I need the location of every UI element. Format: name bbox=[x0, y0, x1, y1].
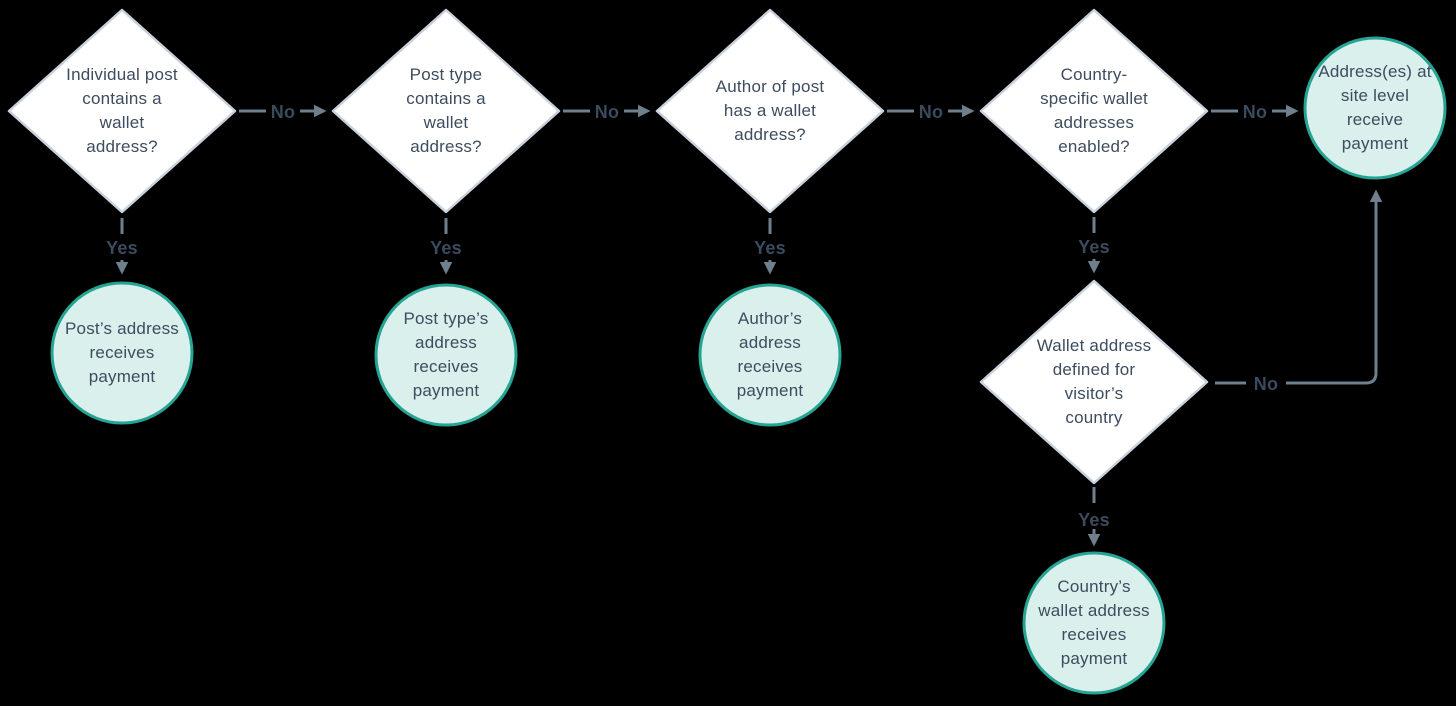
decision-label: Individual post contains a wallet addres… bbox=[66, 65, 178, 156]
circle-shape bbox=[1022, 551, 1166, 695]
edge-label-no: No bbox=[270, 102, 296, 122]
decision-post-type: Post type contains a wallet address? bbox=[331, 8, 561, 214]
edge-label-yes: Yes bbox=[430, 238, 462, 258]
outcome-author-address: Author’s address receives payment bbox=[698, 283, 842, 427]
circle-shape bbox=[698, 283, 842, 427]
decision-country-enabled: Country- specific wallet addresses enabl… bbox=[979, 8, 1209, 214]
edge-label-no: No bbox=[1242, 102, 1268, 122]
edge-label-yes: Yes bbox=[754, 238, 786, 258]
decision-individual-post: Individual post contains a wallet addres… bbox=[7, 8, 237, 214]
edge-label-no: No bbox=[918, 102, 944, 122]
edge-label-yes: Yes bbox=[1078, 510, 1110, 530]
edge-label-yes: Yes bbox=[1078, 237, 1110, 257]
outcome-label: Post type’s address receives payment bbox=[403, 309, 489, 400]
diamond-shape bbox=[655, 8, 885, 214]
decision-author: Author of post has a wallet address? bbox=[655, 8, 885, 214]
decision-country-defined: Wallet address defined for visitor’s cou… bbox=[979, 279, 1209, 485]
diamond-shape bbox=[331, 8, 561, 214]
outcome-label: Post’s address receives payment bbox=[65, 319, 179, 386]
outcome-site-address: Address(es) at site level receive paymen… bbox=[1303, 36, 1447, 180]
outcome-post-type-address: Post type’s address receives payment bbox=[374, 283, 518, 427]
decision-label: Post type contains a wallet address? bbox=[406, 65, 486, 156]
outcome-label: Country’s wallet address receives paymen… bbox=[1038, 577, 1150, 668]
edge-label-yes: Yes bbox=[106, 238, 138, 258]
connector-d5-c4 bbox=[1215, 189, 1383, 385]
edge-label-no: No bbox=[594, 102, 620, 122]
outcome-label: Address(es) at site level receive paymen… bbox=[1318, 62, 1432, 153]
decision-label: Country- specific wallet addresses enabl… bbox=[1040, 65, 1148, 156]
circle-shape bbox=[50, 281, 194, 425]
outcome-label: Author’s address receives payment bbox=[736, 309, 804, 400]
circle-shape bbox=[374, 283, 518, 427]
decision-label: Author of post has a wallet address? bbox=[715, 77, 825, 144]
diamond-shape bbox=[979, 279, 1209, 485]
decision-label: Wallet address defined for visitor’s cou… bbox=[1036, 336, 1152, 427]
edge-label-no: No bbox=[1253, 374, 1279, 394]
circle-shape bbox=[1303, 36, 1447, 180]
diamond-shape bbox=[7, 8, 237, 214]
outcome-post-address: Post’s address receives payment bbox=[50, 281, 194, 425]
outcome-country-address: Country’s wallet address receives paymen… bbox=[1022, 551, 1166, 695]
diamond-shape bbox=[979, 8, 1209, 214]
